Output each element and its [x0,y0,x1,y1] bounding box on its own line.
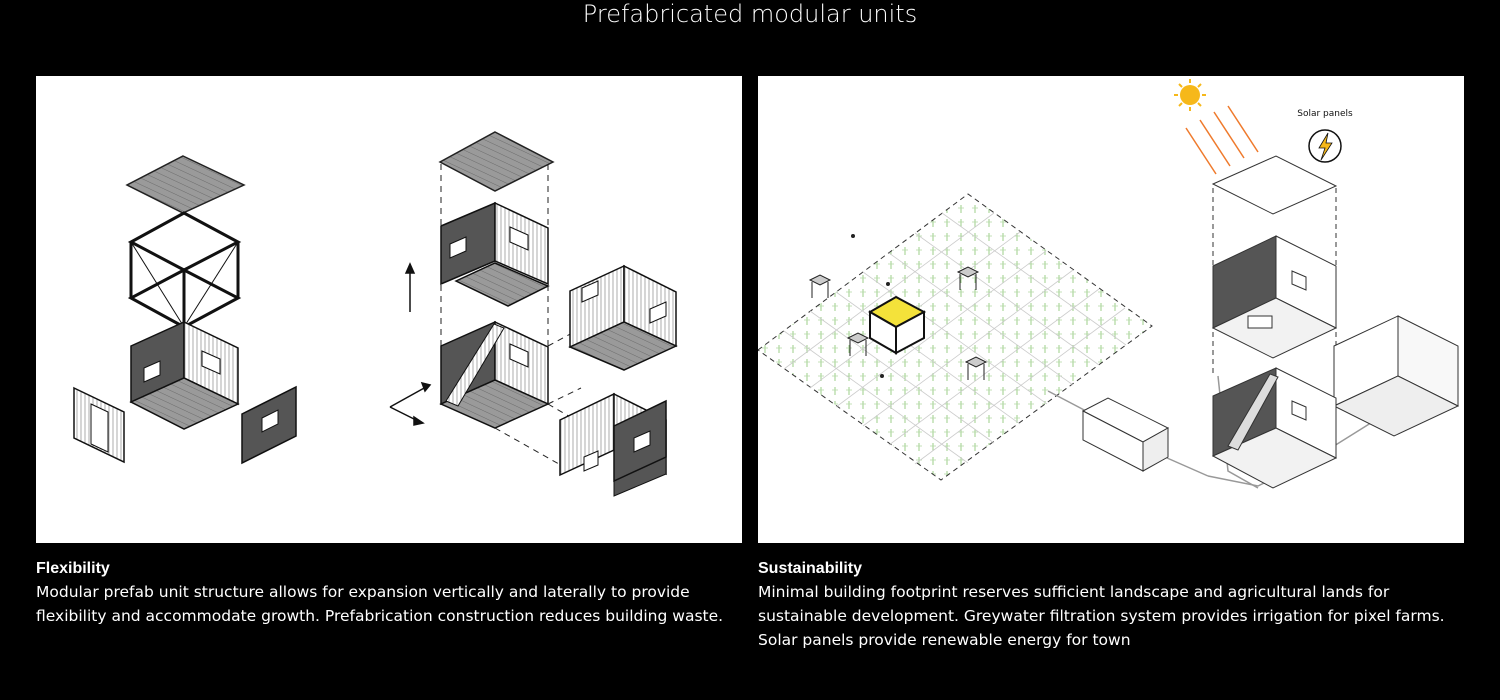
central-unit [867,295,927,355]
flexibility-heading: Flexibility [36,560,110,577]
expansion-arrows [389,262,432,426]
upper-module [440,201,550,307]
bedroom-module [1211,235,1338,359]
stacked-modules [438,131,597,469]
arrow-lateral-1 [389,386,427,408]
solar-roof-module [1211,155,1338,215]
pixel-farm-grid [758,193,1153,481]
sun-icon [1174,79,1206,111]
lightning-icon [1308,129,1342,163]
sun-rays [1185,105,1259,175]
flexibility-diagram [36,76,742,543]
stair [445,323,505,407]
flexibility-caption: Flexibility Modular prefab unit structur… [36,559,742,628]
sustainability-diagram: Solar panels [758,76,1464,543]
drones [851,234,890,378]
base-room-module [129,320,240,430]
floor-slab-top [125,155,246,214]
window-wall-panel [241,385,297,465]
kitchen-module [1332,315,1460,437]
roof-slab [438,131,555,192]
sustainability-description: Minimal building footprint reserves suff… [758,583,1445,649]
lower-module-with-stair [439,320,550,429]
sustainability-caption: Sustainability Minimal building footprin… [758,559,1464,652]
flexibility-diagram-svg [73,131,678,497]
solar-panels-label: Solar panels [1297,109,1353,119]
door-wall-panel [73,386,125,464]
farm-modules [808,266,988,380]
sustainability-diagram-svg: Solar panels [758,79,1460,489]
sustainability-heading: Sustainability [758,560,863,577]
frame-structure [127,211,242,329]
flexibility-description: Modular prefab unit structure allows for… [36,583,724,625]
living-module-with-stair [1211,367,1338,489]
lateral-module-lower [559,392,667,497]
exploded-module-stack [73,155,297,465]
lateral-module-upper [568,264,678,371]
page-title: Prefabricated modular units [582,0,918,28]
filtration-tank [1081,397,1170,472]
